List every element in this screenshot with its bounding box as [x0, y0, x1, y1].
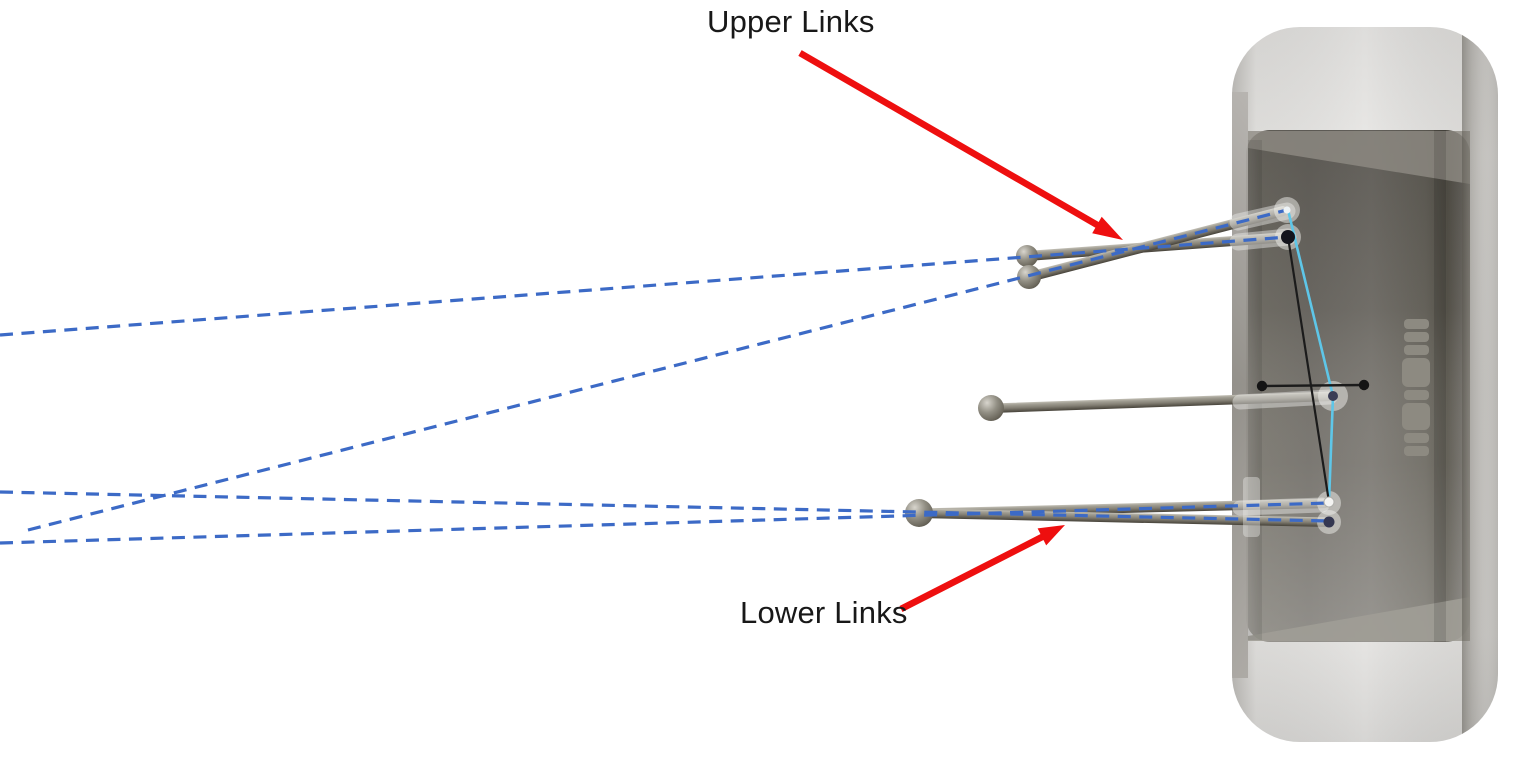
wheel-axle-line — [1261, 383, 1365, 388]
barrel-shadow-streak — [1247, 140, 1262, 640]
upper-links-arrow-shaft — [798, 50, 1101, 229]
upper-link-axis-line-1 — [0, 235, 1289, 337]
lower-links-arrowhead — [1037, 525, 1065, 546]
tie-rod-ball-joint — [978, 395, 1004, 421]
lower-mount-point-1 — [1323, 496, 1335, 508]
tire-left-sidewall — [1232, 92, 1248, 678]
barrel-bottom-highlight — [1248, 597, 1470, 641]
rim-ribs — [1402, 319, 1430, 456]
lower-link-ball-joint — [905, 499, 933, 527]
upper-mount-point-1 — [1283, 206, 1291, 214]
link-axis-lines — [0, 208, 1330, 545]
upper-link-ball-joint-1 — [1016, 245, 1038, 267]
upper-links-arrowhead — [1092, 216, 1123, 240]
upper-mount-point-2 — [1281, 230, 1295, 244]
lower-links-arrow-shaft — [899, 533, 1046, 612]
upper-links-label: Upper Links — [707, 4, 875, 39]
tire-right-edge — [1462, 27, 1498, 742]
axle-point-outer — [1358, 379, 1370, 391]
lower-links-label: Lower Links — [740, 595, 908, 630]
upper-link-axis-line-2 — [27, 208, 1288, 532]
frosted-joint-discs — [1243, 197, 1348, 537]
barrel-top-highlight — [1248, 131, 1470, 184]
tie-rod — [990, 391, 1333, 413]
lower-link-axis-line-2 — [0, 501, 1330, 545]
lower-mount-point-2 — [1323, 516, 1335, 528]
rim-inner-edge — [1434, 130, 1446, 642]
lower-link-axis-line-1 — [0, 490, 1330, 523]
tie-rod-mount-point — [1328, 391, 1338, 401]
upper-links-arrow — [798, 50, 1123, 240]
lower-links-arrow — [899, 525, 1065, 612]
upright-link-line — [1286, 236, 1331, 503]
axle-point-inner — [1256, 380, 1268, 392]
